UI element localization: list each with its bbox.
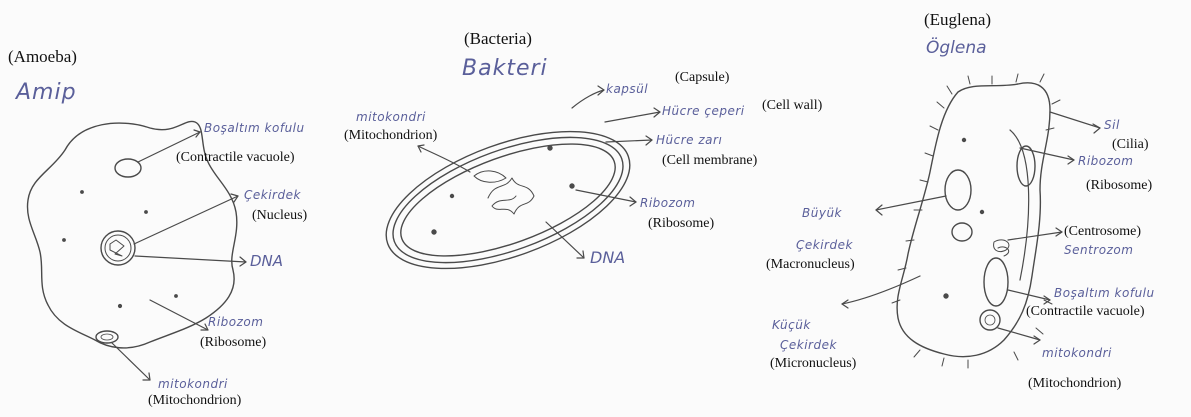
euglena-label-cilia: (Cilia) (1112, 137, 1149, 153)
euglena-label-centrosome: (Centrosome) (1064, 224, 1141, 240)
euglena-hw-micronucleus-b: Çekirdek (780, 338, 837, 352)
bacteria-hw-mitochondrion: mitokondri (356, 110, 426, 124)
bacteria-title: (Bacteria) (464, 29, 532, 49)
amoeba-hw-nucleus: Çekirdek (244, 188, 301, 202)
bacteria-label-ribosome: (Ribosome) (648, 216, 714, 232)
bacteria-hw-ribosome: Ribozom (640, 196, 695, 210)
euglena-hw-ribosome: Ribozom (1078, 154, 1133, 168)
euglena-label-macronucleus: (Macronucleus) (766, 257, 855, 273)
amoeba-hw-contractile-vacuole: Boşaltım kofulu (204, 121, 305, 135)
euglena-label-contractile-vacuole: (Contractile vacuole) (1026, 304, 1145, 320)
euglena-mitochondrion (980, 310, 1000, 330)
amoeba-hw-mitochondrion: mitokondri (158, 377, 228, 391)
amoeba-label-ribosome: (Ribosome) (200, 335, 266, 351)
bacteria-hw-capsule: kapsül (606, 82, 648, 96)
euglena-hw-mitochondrion: mitokondri (1042, 346, 1112, 360)
euglena-centrosome (994, 240, 1009, 256)
bacteria-label-cell-wall: (Cell wall) (762, 98, 822, 114)
amoeba-label-contractile-vacuole: (Contractile vacuole) (176, 150, 295, 166)
bacteria-arrows (418, 86, 660, 258)
amoeba-mitochondrion (96, 331, 118, 343)
euglena-macronucleus (945, 170, 971, 210)
amoeba-dna-scribble (110, 240, 124, 256)
euglena-hw-macronucleus-a: Büyük (802, 206, 842, 220)
euglena-hw-macronucleus-b: Çekirdek (796, 238, 853, 252)
euglena-label-mitochondrion: (Mitochondrion) (1028, 376, 1121, 392)
euglena-handwritten-title: Öglena (926, 38, 987, 58)
euglena-hw-centrosome: Sentrozom (1064, 243, 1133, 257)
amoeba-handwritten-title: Amip (16, 80, 77, 105)
euglena-contractile-vacuole (984, 258, 1008, 306)
amoeba-nucleus (101, 231, 135, 265)
amoeba-title: (Amoeba) (8, 47, 77, 67)
bacteria-hw-cell-membrane: Hücre zarı (656, 133, 722, 147)
euglena-label-micronucleus: (Micronucleus) (770, 356, 856, 372)
euglena-hw-micronucleus-a: Küçük (772, 318, 811, 332)
amoeba-hw-ribosome: Ribozom (208, 315, 263, 329)
euglena-label-ribosome: (Ribosome) (1086, 178, 1152, 194)
amoeba-hw-dna: DNA (250, 252, 283, 270)
bacteria-label-capsule: (Capsule) (675, 70, 729, 86)
amoeba-contractile-vacuole (115, 159, 141, 177)
euglena-hw-contractile-vacuole: Boşaltım kofulu (1054, 286, 1155, 300)
bacteria-label-mitochondrion: (Mitochondrion) (344, 128, 437, 144)
euglena-title: (Euglena) (924, 10, 991, 30)
bacteria-dna-scribble (488, 178, 534, 214)
euglena-hw-cilia: Sil (1104, 118, 1120, 132)
amoeba-label-mitochondrion: (Mitochondrion) (148, 393, 241, 409)
amoeba-label-nucleus: (Nucleus) (252, 208, 307, 224)
bacteria-hw-cell-wall: Hücre çeperi (662, 104, 745, 118)
bacteria-handwritten-title: Bakteri (462, 56, 548, 81)
bacteria-hw-dna: DNA (590, 248, 625, 267)
bacteria-label-cell-membrane: (Cell membrane) (662, 153, 757, 169)
